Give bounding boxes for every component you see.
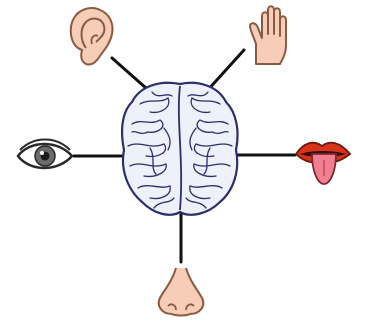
eye-icon — [18, 140, 72, 169]
mouth-tongue-icon — [296, 143, 350, 184]
ear-icon — [71, 8, 113, 64]
connector-hand — [206, 50, 244, 92]
brain-icon — [122, 83, 237, 215]
nose-icon — [159, 268, 204, 316]
hand-icon — [250, 6, 286, 64]
